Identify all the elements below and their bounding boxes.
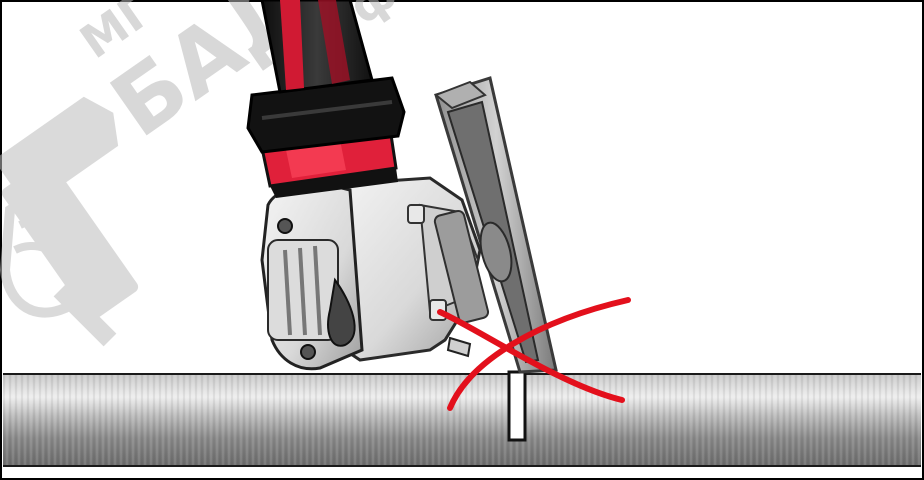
grip	[246, 76, 406, 154]
watermark-logo	[0, 96, 139, 347]
incorrect-mark	[437, 297, 631, 411]
cut-slot	[507, 370, 527, 442]
handle	[260, 0, 374, 94]
hand-icon	[0, 196, 117, 347]
motor-housing	[260, 183, 364, 371]
cross-stroke-2	[447, 297, 631, 411]
cross-stroke-1	[437, 309, 625, 403]
steel-pipe	[3, 370, 921, 467]
red-collar	[260, 126, 398, 198]
